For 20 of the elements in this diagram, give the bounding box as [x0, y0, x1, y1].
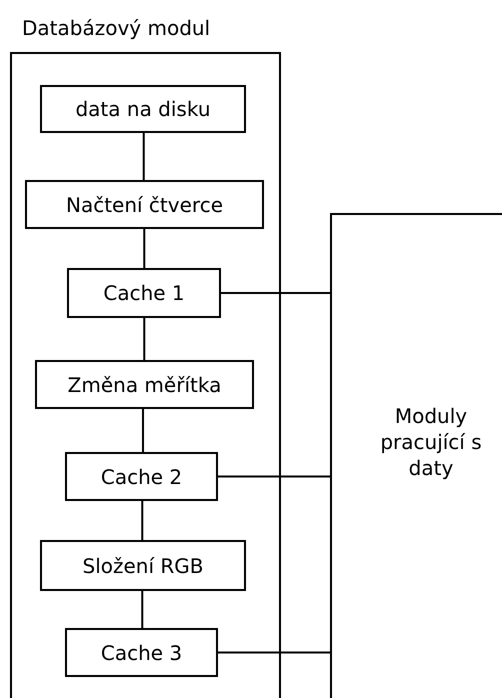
connector-line: [141, 591, 144, 628]
connector-line: [142, 409, 144, 452]
panel-label: Moduly pracující s daty: [379, 403, 483, 481]
process-box: Načtení čtverce: [25, 180, 264, 229]
connector-line: [218, 476, 330, 478]
module-title: Databázový modul: [22, 16, 210, 40]
process-box: data na disku: [40, 85, 246, 133]
module-frame: [10, 52, 281, 698]
connector-line: [143, 318, 146, 360]
connector-line: [141, 501, 144, 540]
process-box: Cache 3: [65, 628, 218, 677]
process-box: Složení RGB: [40, 540, 246, 591]
process-box: Cache 2: [65, 452, 218, 501]
process-box: Cache 1: [67, 268, 221, 318]
process-box: Změna měřítka: [35, 360, 254, 409]
connector-line: [221, 292, 330, 294]
module-panel: [330, 213, 502, 698]
connector-line: [142, 133, 145, 180]
connector-line: [218, 652, 330, 654]
connector-line: [143, 229, 146, 268]
